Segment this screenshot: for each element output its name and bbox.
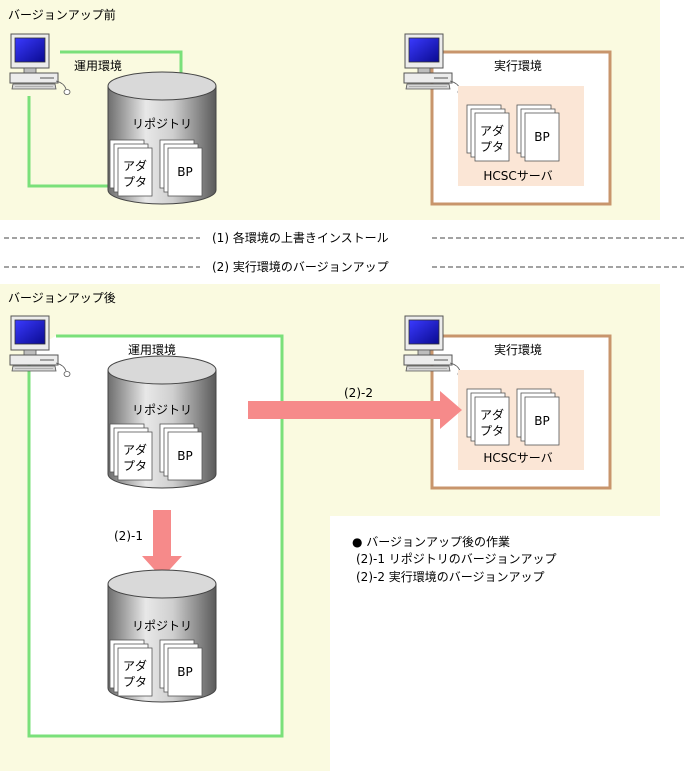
before-exec-bp-label: BP [534,130,549,144]
notes-item-1: (2)-1 リポジトリのバージョンアップ [356,552,557,566]
after-title: バージョンアップ後 [8,291,116,305]
after-ops-env-label: 運用環境 [128,342,176,357]
before-ops-adapter-line2: プタ [123,175,147,189]
after-lower-bp-label: BP [177,665,192,679]
before-exec-env-label: 実行環境 [494,58,542,73]
after-exec-adapter-line1: アダ [480,407,504,422]
before-ops-env-label: 運用環境 [74,58,122,73]
after-lower-repository-label: リポジトリ [132,619,192,633]
after-hcsc-server-label: HCSCサーバ [483,451,552,465]
before-repository-label: リポジトリ [132,117,192,131]
after-exec-adapter-line2: プタ [480,424,504,438]
after-exec-env-label: 実行環境 [494,342,542,357]
after-upper-adapter-line2: プタ [123,459,147,473]
after-upper-adapter-line1: アダ [123,442,147,457]
before-exec-adapter-line1: アダ [480,123,504,138]
arrow-right-label: (2)-2 [344,386,373,400]
before-ops-bp-label: BP [177,165,192,179]
before-exec-adapter-line2: プタ [480,140,504,154]
after-lower-adapter-line1: アダ [123,658,147,673]
after-upper-repository-label: リポジトリ [132,403,192,417]
step1-label: (1) 各環境の上書きインストール [212,230,389,245]
before-title: バージョンアップ前 [8,7,116,22]
before-hcsc-server-label: HCSCサーバ [483,169,552,183]
arrow-down-2-1 [142,510,182,578]
after-exec-bp-label: BP [534,414,549,428]
notes-item-2: (2)-2 実行環境のバージョンアップ [356,569,545,584]
notes-heading: ● バージョンアップ後の作業 [352,535,510,549]
before-ops-env-border [27,50,183,188]
after-lower-adapter-line2: プタ [123,675,147,689]
arrow-right-2-2 [248,391,462,429]
step2-label: (2) 実行環境のバージョンアップ [212,259,389,274]
arrow-down-label: (2)-1 [114,529,143,543]
after-upper-bp-label: BP [177,449,192,463]
before-ops-adapter-line1: アダ [123,158,147,173]
